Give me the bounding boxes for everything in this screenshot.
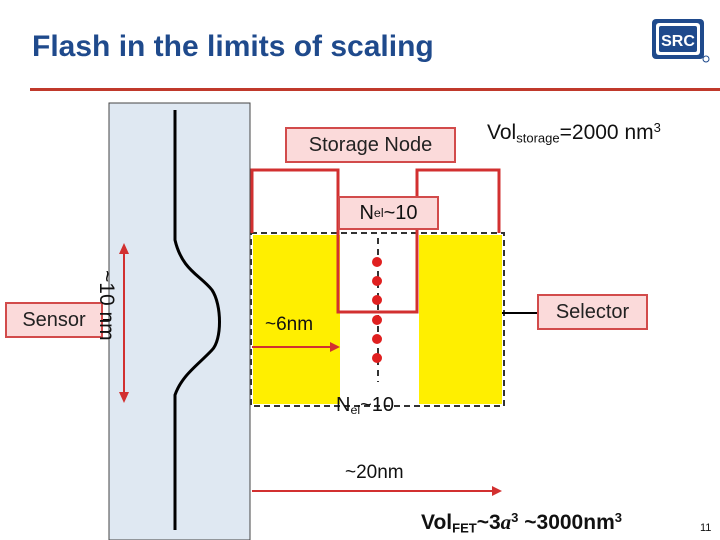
electron: [372, 315, 382, 325]
width-20nm-label: ~20nm: [345, 462, 404, 483]
electron: [372, 276, 382, 286]
page-title: Flash in the limits of scaling: [32, 30, 434, 63]
electron: [372, 257, 382, 267]
storage-volume-label: Volstorage=2000 nm3: [487, 120, 661, 146]
fet-volume-label: VolFET~3a3 ~3000nm3: [421, 510, 622, 536]
logo-text: SRC: [661, 33, 695, 50]
selector-label: Selector: [537, 294, 648, 330]
width-6nm-label: ~6nm: [265, 314, 314, 335]
slide-number: 11: [700, 522, 712, 534]
storage-node-label: Storage Node: [285, 127, 456, 163]
barrier-curve: [173, 110, 221, 530]
channel-right-gate: [419, 235, 502, 404]
electron-count-bottom-label: Nel~10: [336, 394, 395, 418]
channel-left-gate: [253, 235, 340, 404]
src-logo-icon: SRC: [650, 15, 712, 67]
title-divider: [30, 88, 720, 91]
electron: [372, 334, 382, 344]
electrons: [372, 257, 382, 363]
sensor-column: [108, 102, 251, 540]
sensor-label: Sensor: [5, 302, 103, 338]
electron: [372, 295, 382, 305]
electron: [372, 353, 382, 363]
height-10nm-label: ~10 nm: [95, 270, 118, 341]
storage-node-outline: [250, 168, 501, 314]
